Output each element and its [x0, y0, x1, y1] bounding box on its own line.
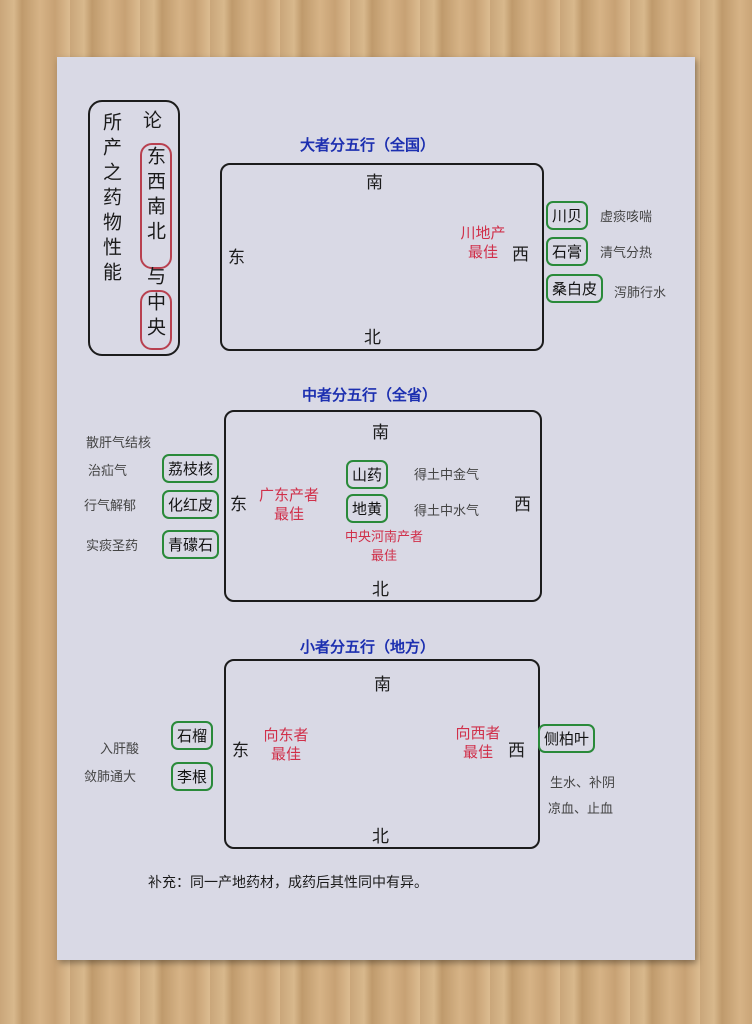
- section1-title: 大者分五行（全国）: [300, 136, 436, 154]
- herb-huahongpi: 化红皮: [162, 490, 220, 519]
- note-dihuang: 得土中水气: [414, 504, 480, 519]
- section2-title: 中者分五行（全省）: [302, 386, 438, 404]
- topic-col1: 所产之药物性能: [100, 112, 122, 287]
- note-lizhihe-2: 治疝气: [88, 464, 128, 479]
- topic-col2-top: 论: [140, 110, 162, 135]
- note-shigao: 清气分热: [600, 246, 653, 261]
- section3-title: 小者分五行（地方）: [300, 638, 436, 656]
- herb-qingmengshi: 青礞石: [162, 530, 220, 559]
- topic-col2-center: 中央: [144, 292, 166, 342]
- red-outline-directions: [140, 143, 172, 269]
- s3-east: 东: [232, 741, 249, 761]
- herb-dihuang: 地黄: [346, 494, 389, 523]
- note-lizhihe-1: 散肝气结核: [86, 436, 152, 451]
- red-outline-center: [140, 290, 172, 350]
- note-sangbaipi: 泻肺行水: [614, 286, 667, 301]
- s2-best-east: 广东产者最佳: [258, 486, 319, 523]
- s2-best-center: 中央河南产者最佳: [344, 530, 423, 564]
- herb-shiliu: 石榴: [171, 721, 214, 750]
- section2-map: [224, 410, 542, 602]
- s1-east: 东: [228, 248, 245, 268]
- s2-south: 南: [372, 423, 389, 443]
- note-cebaiye-1: 生水、补阴: [550, 776, 616, 791]
- note-qingmengshi: 实痰圣药: [86, 539, 139, 554]
- s1-best-label: 川地产最佳: [460, 224, 506, 261]
- herb-shigao: 石膏: [546, 237, 589, 266]
- section3-map: [224, 659, 540, 849]
- s3-north: 北: [372, 827, 389, 847]
- note-cebaiye-2: 凉血、止血: [548, 802, 614, 817]
- footnote: 补充：同一产地药材，成药后其性同中有异。: [148, 875, 428, 891]
- note-shiliu: 入肝酸: [100, 742, 140, 757]
- s2-north: 北: [372, 580, 389, 600]
- herb-shanyao: 山药: [346, 460, 389, 489]
- herb-lizhihe: 荔枝核: [162, 454, 220, 483]
- s1-north: 北: [364, 328, 381, 348]
- topic-col2-and: 与: [144, 266, 166, 291]
- s3-west: 西: [508, 741, 525, 761]
- herb-chuanbei: 川贝: [546, 201, 589, 230]
- herb-ligen: 李根: [171, 762, 214, 791]
- s3-best-west: 向西者最佳: [455, 724, 501, 761]
- note-chuanbei: 虚痰咳喘: [600, 210, 653, 225]
- s2-east: 东: [230, 495, 247, 515]
- note-ligen: 敛肺通大: [84, 770, 137, 785]
- note-shanyao: 得土中金气: [414, 468, 480, 483]
- topic-col2-directions: 东西南北: [144, 146, 166, 246]
- s2-west: 西: [514, 495, 531, 515]
- s1-west: 西: [512, 245, 529, 265]
- topic-box: [88, 100, 180, 356]
- s3-south: 南: [374, 675, 391, 695]
- herb-cebaiye: 侧柏叶: [538, 724, 596, 753]
- section1-map: [220, 163, 544, 351]
- note-huahongpi: 行气解郁: [84, 499, 137, 514]
- herb-sangbaipi: 桑白皮: [546, 274, 604, 303]
- s1-south: 南: [366, 173, 383, 193]
- s3-best-east: 向东者最佳: [263, 726, 309, 763]
